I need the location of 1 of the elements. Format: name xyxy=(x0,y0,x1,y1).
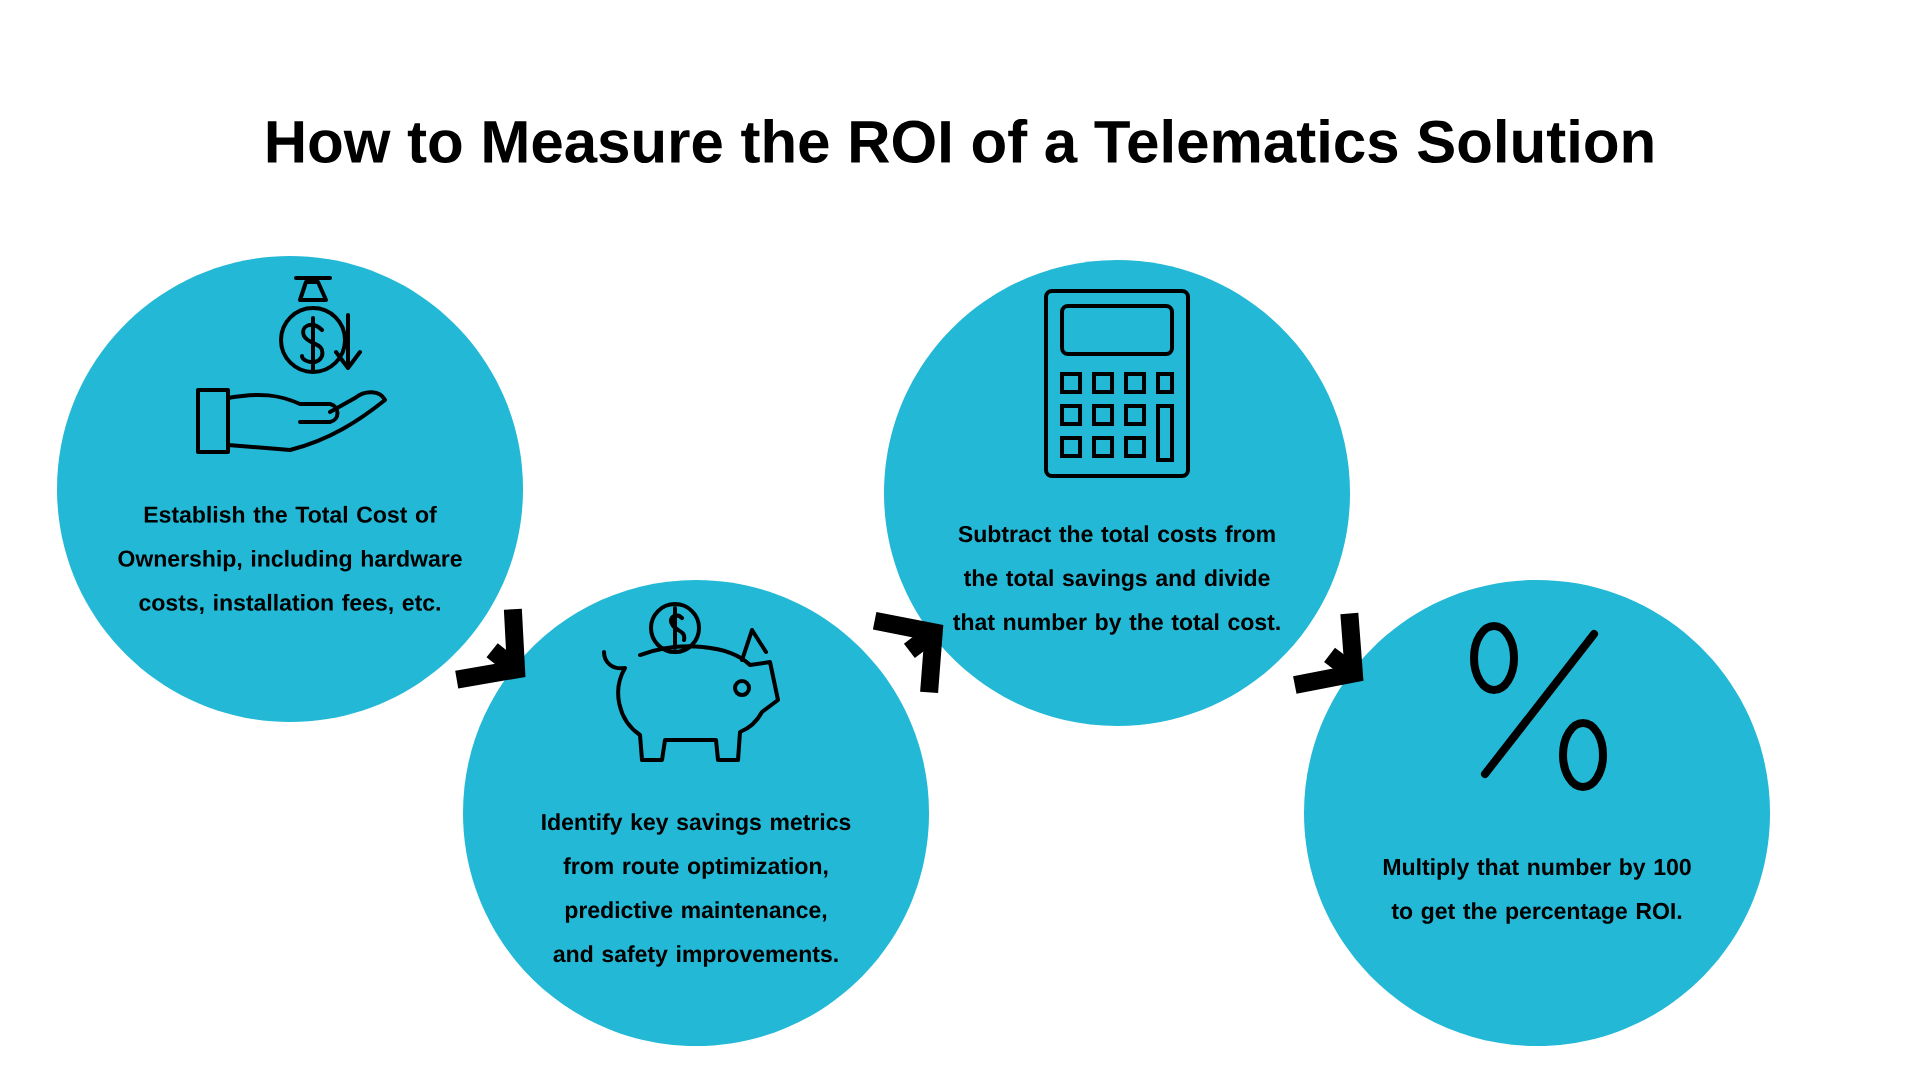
title: How to Measure the ROI of a Telematics Solution xyxy=(267,119,1653,164)
